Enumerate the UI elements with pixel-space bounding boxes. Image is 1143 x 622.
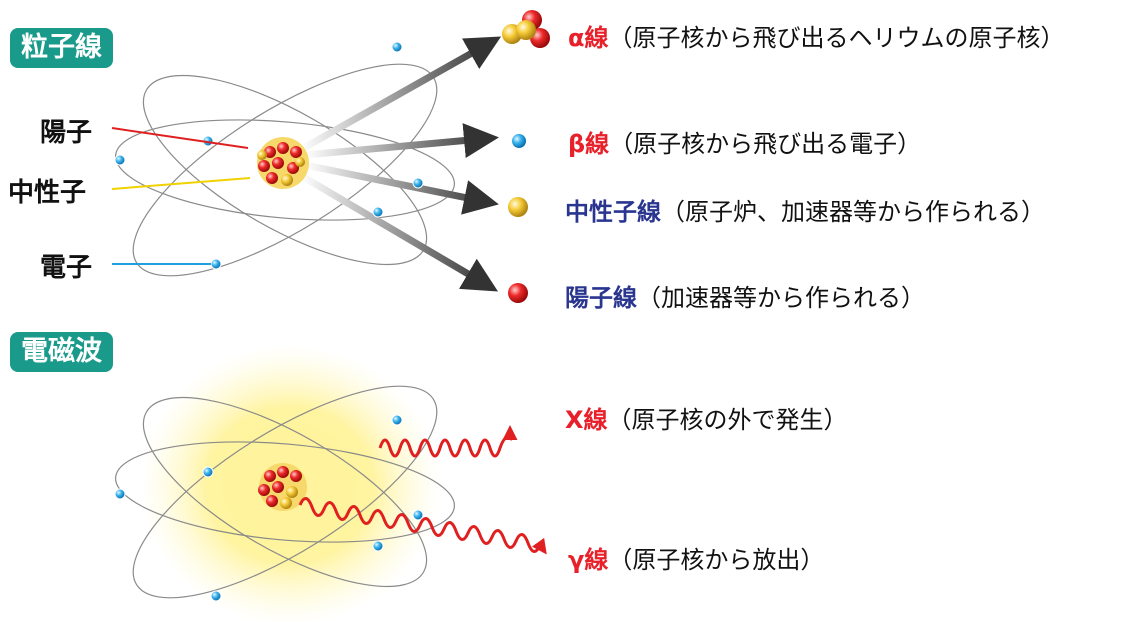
- ray-xray-desc: （原子核の外で発生）: [607, 406, 848, 434]
- ray-proton-desc: （加速器等から作られる）: [637, 284, 925, 312]
- atom-wave: [114, 385, 456, 599]
- particle-arrows: [298, 36, 502, 292]
- wave-xray: [378, 425, 518, 458]
- alpha-particle-icon: [502, 10, 550, 48]
- ray-neutron: 中性子線（原子炉、加速器等から作られる）: [565, 192, 1045, 227]
- ray-gamma-key: γ線: [568, 546, 609, 574]
- ray-neutron-desc: （原子炉、加速器等から作られる）: [661, 198, 1045, 226]
- ray-alpha-key: α線: [568, 24, 609, 52]
- beta-particle-icon: [512, 134, 526, 148]
- ray-neutron-key: 中性子線: [565, 198, 661, 226]
- electrons-top: [114, 41, 424, 270]
- arrow-neutron: [304, 161, 499, 215]
- ray-alpha-desc: （原子核から飛び出るヘリウムの原子核）: [608, 24, 1065, 52]
- arrow-alpha: [298, 36, 502, 154]
- pointer-neutron: [111, 177, 251, 190]
- ray-gamma: γ線（原子核から放出）: [568, 540, 824, 575]
- arrow-proton: [298, 171, 499, 292]
- nucleus-top: [257, 137, 309, 189]
- ray-beta-key: β線: [568, 130, 610, 158]
- label-neutron: 中性子: [8, 178, 87, 208]
- ray-proton-key: 陽子線: [565, 284, 637, 312]
- proton-particle-icon: [508, 283, 528, 303]
- ray-beta: β線（原子核から飛び出る電子）: [568, 124, 921, 159]
- section-title-particle: 粒子線: [10, 28, 113, 68]
- ray-xray-key: X線: [565, 406, 608, 434]
- section-title-wave: 電磁波: [10, 332, 113, 372]
- electrons-bottom: [114, 414, 424, 602]
- ray-xray: X線（原子核の外で発生）: [565, 400, 848, 435]
- label-electron: 電子: [40, 253, 93, 283]
- ray-alpha: α線（原子核から飛び出るヘリウムの原子核）: [568, 18, 1065, 53]
- ray-proton: 陽子線（加速器等から作られる）: [565, 278, 925, 313]
- arrow-beta: [304, 123, 499, 159]
- neutron-particle-icon: [508, 197, 528, 217]
- nucleus-bottom: [258, 463, 307, 511]
- ray-gamma-desc: （原子核から放出）: [608, 546, 825, 574]
- pointer-proton: [111, 127, 249, 149]
- wave-gamma: [298, 497, 547, 555]
- ray-beta-desc: （原子核から飛び出る電子）: [609, 130, 922, 158]
- label-proton: 陽子: [40, 118, 93, 148]
